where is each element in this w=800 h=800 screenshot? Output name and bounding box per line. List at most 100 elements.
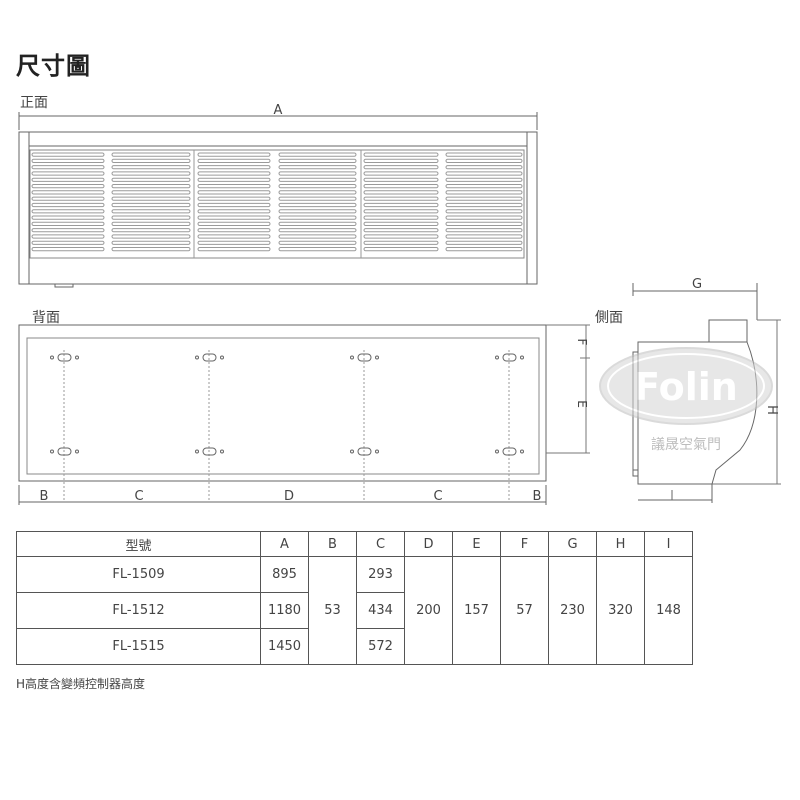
- grille-slat: [111, 209, 191, 214]
- cell-model: FL-1512: [16, 592, 261, 629]
- grille-slat: [363, 228, 439, 233]
- table-header-row: 型號 A B C D E F G H I: [16, 531, 693, 557]
- folin-logo-watermark: Folin 議晟空氣門: [599, 347, 773, 453]
- grille-slat: [278, 215, 357, 220]
- grille-slat: [363, 190, 439, 195]
- grille-slat: [111, 240, 191, 245]
- grille-slat: [278, 158, 357, 164]
- logo-ring: [607, 353, 765, 419]
- grille-slat: [445, 165, 523, 170]
- grille-slat: [197, 234, 271, 239]
- grille-slat: [445, 196, 523, 201]
- cell-b-shared: 53: [308, 556, 357, 665]
- grille-slat: [445, 158, 523, 164]
- grille-slat: [31, 171, 105, 176]
- grille-slat: [278, 240, 357, 245]
- grille-slat: [363, 247, 439, 252]
- grille-slat: [363, 202, 439, 208]
- grille-slat: [445, 228, 523, 233]
- grille-slat: [197, 190, 271, 195]
- dimension-drawing: A: [18, 103, 781, 505]
- grille-slat: [363, 209, 439, 214]
- grille-slat: [31, 209, 105, 214]
- grille-slat: [363, 152, 439, 157]
- grille-slat: [31, 247, 105, 252]
- grille-slat: [31, 196, 105, 201]
- grille-slat: [363, 158, 439, 164]
- grille-slat: [31, 221, 105, 227]
- cell-c: 434: [356, 592, 405, 629]
- back-view: [18, 324, 590, 505]
- grille-slat: [445, 190, 523, 195]
- dim-label-g: G: [692, 277, 702, 292]
- cell-model: FL-1509: [16, 556, 261, 593]
- grille-slat: [111, 202, 191, 208]
- back-body: [18, 324, 547, 482]
- side-view-label: 側面: [595, 310, 623, 326]
- controller-box: [708, 319, 748, 343]
- th-model: 型號: [16, 531, 261, 557]
- grille-slat: [278, 165, 357, 170]
- cell-c: 572: [356, 628, 405, 665]
- th-a: A: [260, 531, 309, 557]
- grille-slat: [363, 221, 439, 227]
- mount-hole: [502, 353, 517, 362]
- grille-slat: [278, 202, 357, 208]
- th-c: C: [356, 531, 405, 557]
- grille-slat: [31, 228, 105, 233]
- th-d: D: [404, 531, 453, 557]
- grille-slat: [31, 165, 105, 170]
- grille-slat: [363, 215, 439, 220]
- cell-h-shared: 320: [596, 556, 645, 665]
- cell-i-shared: 148: [644, 556, 693, 665]
- grille-slat: [363, 177, 439, 182]
- grille-slat: [278, 196, 357, 201]
- side-body-profile: [637, 341, 758, 485]
- cell-c: 293: [356, 556, 405, 593]
- cell-a: 895: [260, 556, 309, 593]
- grille-slat: [278, 184, 357, 189]
- grille-slat: [363, 171, 439, 176]
- grille-slat: [445, 215, 523, 220]
- cell-g-shared: 230: [548, 556, 597, 665]
- cell-e-shared: 157: [452, 556, 501, 665]
- back-view-label: 背面: [32, 310, 60, 326]
- grille-slat: [445, 240, 523, 245]
- front-view: [18, 112, 538, 288]
- grille-slat: [445, 221, 523, 227]
- grille-slat: [197, 247, 271, 252]
- grille-slat: [197, 171, 271, 176]
- th-b: B: [308, 531, 357, 557]
- grille-slat: [197, 215, 271, 220]
- mount-holes-bottom: [50, 447, 524, 456]
- grille-slat: [363, 240, 439, 245]
- side-bracket: [632, 469, 639, 477]
- grille-slat: [445, 234, 523, 239]
- grille-slat: [111, 228, 191, 233]
- grille-slat: [111, 152, 191, 157]
- grille-slat: [197, 196, 271, 201]
- grille-slat: [31, 190, 105, 195]
- grille-slat: [31, 177, 105, 182]
- grille-slat: [445, 209, 523, 214]
- mount-hole: [57, 447, 72, 456]
- grille-slat: [197, 221, 271, 227]
- table-row: FL-1512 1180 434: [16, 592, 693, 629]
- dim-label-b-right: B: [533, 489, 542, 504]
- grille-slat: [278, 152, 357, 157]
- mount-hole: [357, 447, 372, 456]
- th-f: F: [500, 531, 549, 557]
- dim-label-c-right: C: [433, 489, 442, 504]
- grille-slat: [111, 221, 191, 227]
- side-view: [632, 283, 781, 503]
- grille-slat: [278, 234, 357, 239]
- logo-text: Folin: [634, 365, 738, 409]
- front-view-label: 正面: [20, 95, 48, 111]
- grille-slat: [445, 202, 523, 208]
- grille-slat: [31, 215, 105, 220]
- th-e: E: [452, 531, 501, 557]
- grille-slat: [111, 177, 191, 182]
- table-row: FL-1509 895 53 293 200 157 57 230 320 14…: [16, 556, 693, 665]
- dim-label-h: H: [764, 405, 779, 415]
- mount-hole: [502, 447, 517, 456]
